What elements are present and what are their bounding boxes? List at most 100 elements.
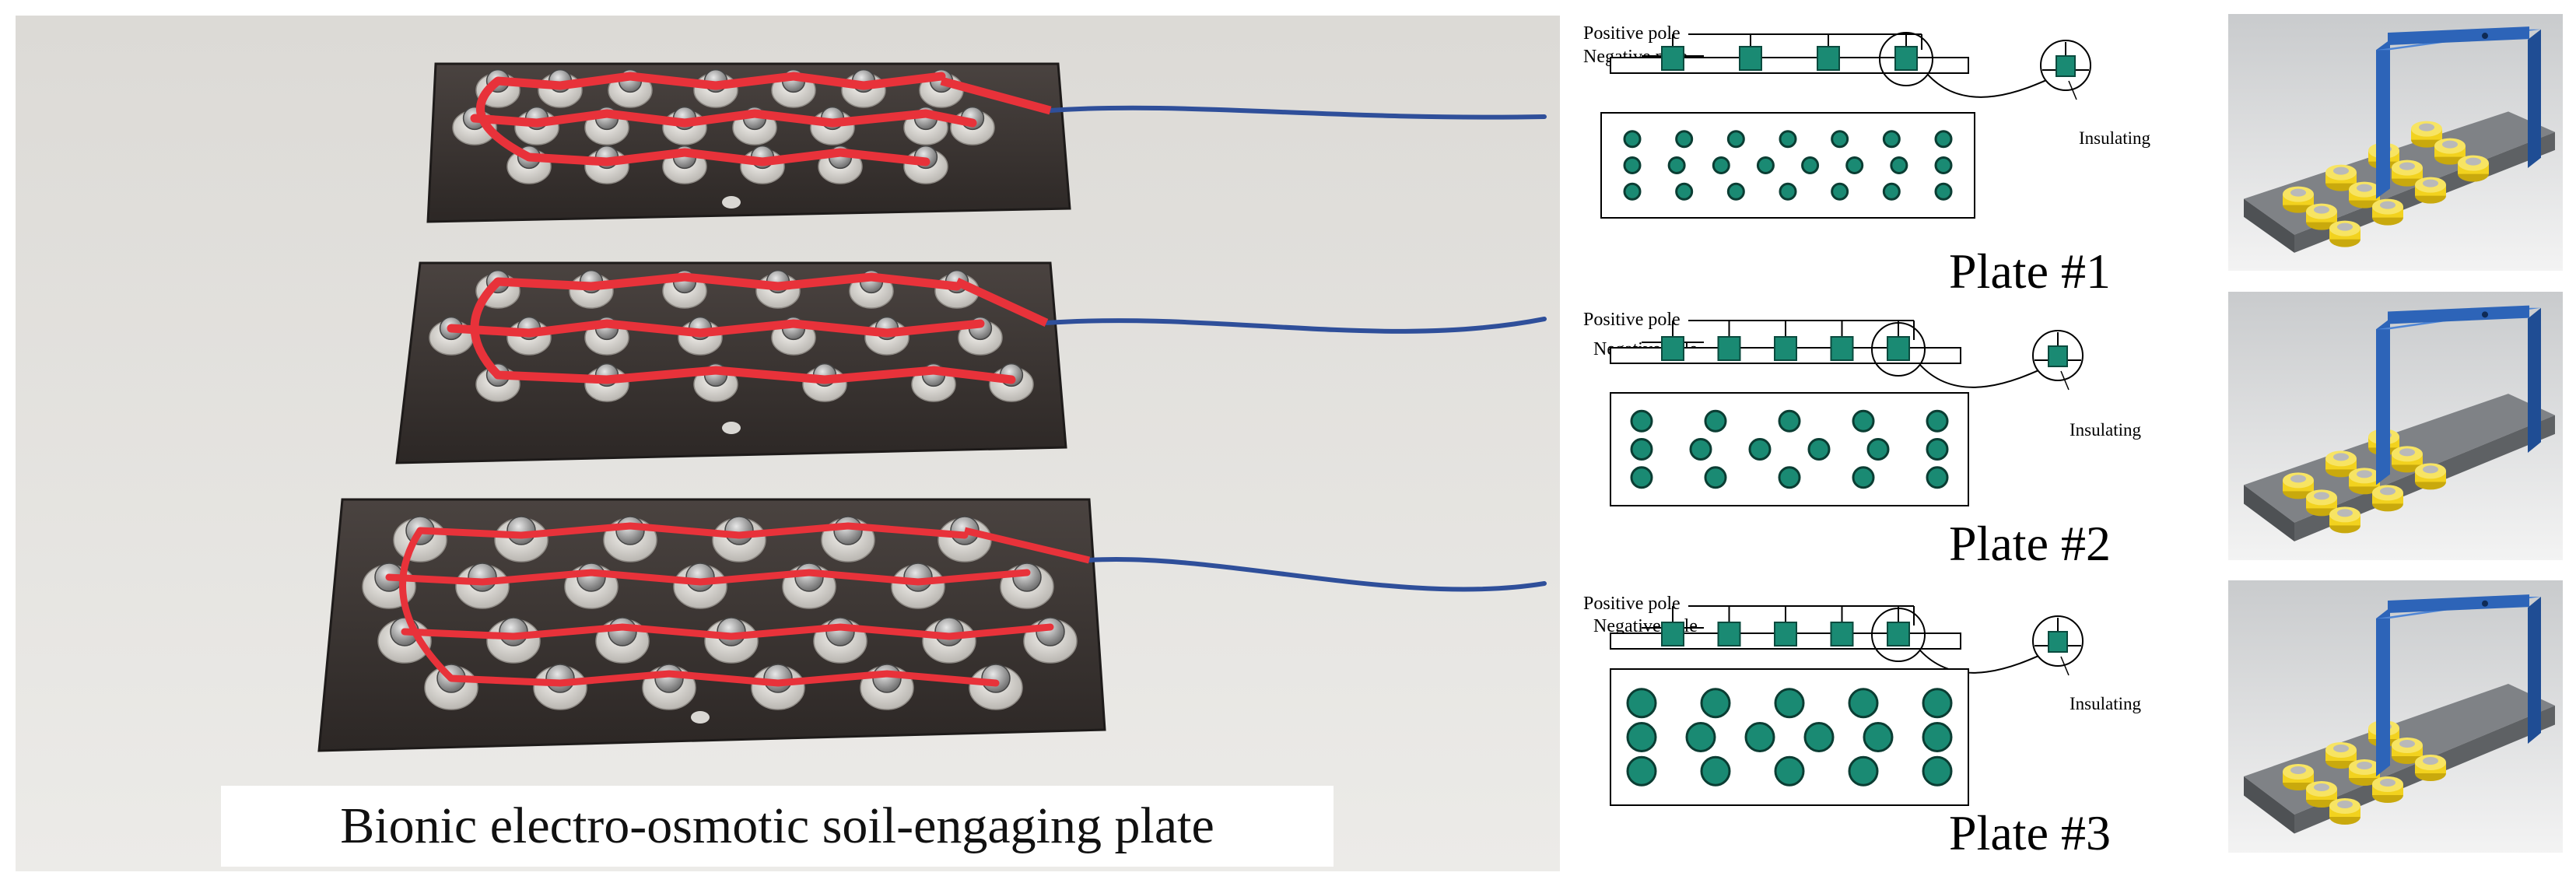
render-stud-bolt: [2466, 157, 2481, 166]
electrode-hole: [1831, 182, 1849, 201]
electrode-hole: [1623, 130, 1642, 149]
electrode-hole: [1926, 466, 1949, 489]
render-stud-bolt: [2357, 184, 2372, 192]
detail-leader: [1919, 364, 2052, 388]
render-illustration: [2228, 14, 2563, 271]
electrode-hole: [1807, 438, 1831, 461]
bolt-head: [794, 562, 824, 592]
render-stud-bolt: [2399, 162, 2415, 170]
photo-plate: [317, 498, 1547, 752]
detail-circle: [1871, 322, 1926, 377]
bolt-head: [825, 617, 855, 646]
electrode-hole: [1863, 722, 1894, 752]
render-stud-bolt: [2333, 745, 2349, 752]
red-wire: [447, 670, 1000, 687]
insulating-label: Insulating: [2079, 128, 2150, 148]
render-stud-bolt: [2290, 475, 2306, 483]
electrode-block: [1894, 46, 1918, 71]
positive-pole-label: Positive pole: [1583, 23, 1681, 44]
side-view: [1610, 320, 2084, 391]
side-view: [1610, 32, 2091, 100]
render-stud-bolt: [2337, 801, 2353, 808]
bolt-head: [724, 516, 754, 545]
electrode-hole: [1704, 409, 1727, 433]
electrode-hole: [1726, 182, 1745, 201]
plate-label: Plate #2: [1949, 516, 2111, 571]
electrode-hole: [1922, 722, 1953, 752]
electrode-hole: [1934, 182, 1953, 201]
render-stud-bolt: [2290, 766, 2306, 774]
render-frame-leg: [2528, 597, 2541, 744]
top-view: [1600, 112, 1975, 219]
electrode-hole: [1626, 755, 1657, 787]
electrode-hole: [1712, 156, 1730, 174]
bolt-head: [499, 617, 528, 646]
electrode-block: [1774, 336, 1797, 361]
detail-electrode: [2048, 345, 2068, 367]
red-wire: [493, 72, 946, 90]
electrode-hole: [1756, 156, 1775, 174]
render-frame-leg: [2376, 40, 2390, 199]
red-wire-lead: [955, 278, 1049, 327]
render-stud-bolt: [2333, 453, 2349, 461]
red-wire-lead: [940, 76, 1052, 115]
render-frame-hole: [2482, 33, 2488, 40]
side-view: [1610, 605, 2084, 676]
electrode-hole: [1934, 130, 1953, 149]
red-wire-loop: [399, 528, 454, 682]
electrode-block: [1717, 622, 1741, 646]
electrode-block: [1661, 46, 1684, 71]
electrode-block: [1739, 46, 1762, 71]
electrode-block: [1661, 336, 1684, 361]
render-stud-bolt: [2442, 140, 2458, 149]
electrode-hole: [1744, 722, 1775, 752]
red-wire: [470, 109, 977, 128]
bolt-head: [1036, 617, 1065, 646]
bolt-head: [506, 516, 536, 545]
render-stud-bolt: [2399, 448, 2415, 457]
render-frame-leg: [2528, 29, 2541, 168]
mounting-hole: [691, 711, 710, 724]
photo-plate: [395, 261, 1547, 464]
render-stud-bolt: [2333, 166, 2349, 175]
render-frame-beam: [2388, 305, 2529, 324]
red-wire-loop: [476, 77, 531, 161]
electrode-hole: [1774, 755, 1805, 787]
render-stud-bolt: [2314, 205, 2329, 214]
plate-top-outline: [1600, 112, 1975, 219]
render-stud-bolt: [2357, 762, 2372, 769]
detail-electrode: [2048, 631, 2068, 653]
render-frame-leg: [2376, 318, 2390, 485]
bolt-head: [981, 664, 1011, 693]
render-stud-bolt: [2337, 509, 2353, 517]
electrode-hole: [1866, 438, 1890, 461]
photo-plate: [426, 62, 1547, 223]
electrode-block: [1830, 336, 1854, 361]
bolt-head: [608, 617, 637, 646]
bolt-head: [903, 562, 933, 592]
render-stud-bolt: [2337, 223, 2353, 231]
electrode-hole: [1689, 438, 1712, 461]
electrode-hole: [1626, 688, 1657, 719]
mounting-hole: [722, 422, 741, 434]
insulating-pointer: [2060, 656, 2070, 676]
render-plate-1: [2228, 14, 2563, 271]
steel-plate: [395, 261, 1067, 464]
photo-caption-box: Bionic electro-osmotic soil-engaging pla…: [221, 786, 1334, 867]
insulating-label: Insulating: [2070, 420, 2141, 440]
bolt-head: [685, 562, 715, 592]
render-frame-hole: [2482, 311, 2488, 318]
render-plate-side: [2244, 485, 2294, 541]
render-stud-bolt: [2423, 757, 2438, 765]
electrode-hole: [1926, 438, 1949, 461]
render-stud-bolt: [2380, 779, 2396, 787]
render-stud-bolt: [2380, 201, 2396, 209]
bolt-head: [545, 664, 575, 693]
electrode-hole: [1623, 156, 1642, 174]
red-wire: [416, 522, 969, 539]
photo-illustration: [16, 16, 1560, 871]
electrode-hole: [1726, 130, 1745, 149]
bolt-head: [872, 664, 902, 693]
electrode-hole: [1848, 755, 1879, 787]
bolt-head: [763, 664, 793, 693]
